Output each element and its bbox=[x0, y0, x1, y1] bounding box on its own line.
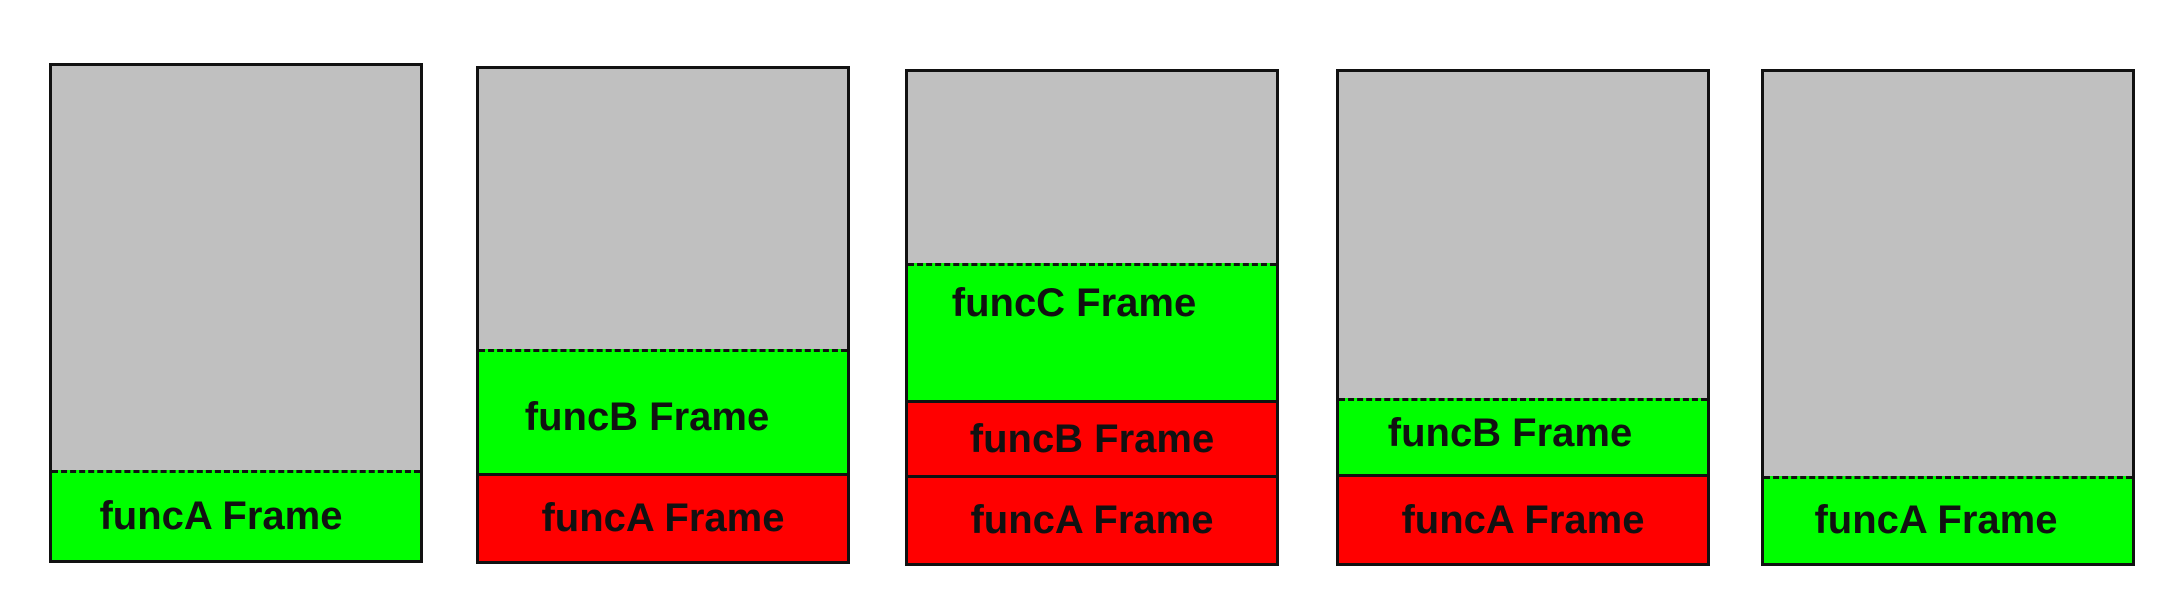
frame-label: funcA Frame bbox=[970, 498, 1214, 542]
frame-label: funcA Frame bbox=[1401, 497, 1645, 542]
call-stack-5: funcA Frame bbox=[1761, 69, 2135, 566]
stack-frame-funcb: funcB Frame bbox=[479, 349, 847, 473]
frame-label: funcC Frame bbox=[951, 280, 1197, 325]
stack-frame-funca: funcA Frame bbox=[1764, 476, 2132, 563]
frame-label: funcA Frame bbox=[541, 496, 785, 540]
call-stack-2: funcA Frame funcB Frame bbox=[476, 66, 850, 564]
stack-frame-funcb: funcB Frame bbox=[908, 400, 1276, 475]
stack-frame-funca: funcA Frame bbox=[52, 470, 420, 560]
stack-frame-funca: funcA Frame bbox=[1339, 474, 1707, 563]
frame-label: funcA Frame bbox=[99, 494, 343, 538]
stack-frame-funca: funcA Frame bbox=[908, 475, 1276, 563]
frame-label: funcA Frame bbox=[1814, 497, 2058, 542]
stack-frame-funca: funcA Frame bbox=[479, 473, 847, 561]
frame-label: funcB Frame bbox=[1387, 411, 1633, 455]
stack-frame-funcb: funcB Frame bbox=[1339, 398, 1707, 474]
call-stack-4: funcA Frame funcB Frame bbox=[1336, 69, 1710, 566]
frame-label: funcB Frame bbox=[524, 395, 770, 439]
call-stack-3: funcA Frame funcB Frame funcC Frame bbox=[905, 69, 1279, 566]
stack-frame-funcc: funcC Frame bbox=[908, 263, 1276, 400]
call-stack-1: funcA Frame bbox=[49, 63, 423, 563]
frame-label: funcB Frame bbox=[969, 416, 1215, 461]
